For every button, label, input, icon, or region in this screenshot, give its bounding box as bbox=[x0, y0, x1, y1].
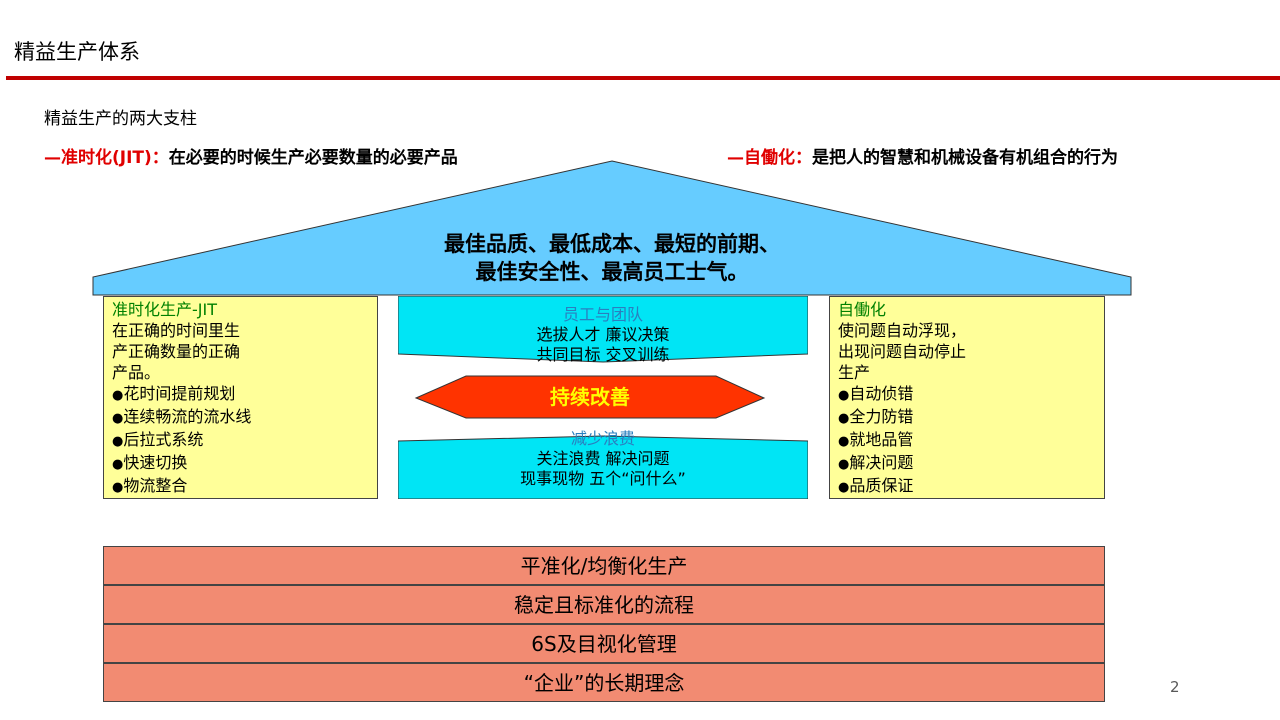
right-pillar-desc-1: 使问题自动浮现， bbox=[838, 321, 967, 340]
title-divider bbox=[6, 76, 1280, 80]
waste-reduction-line-2: 现事现物 五个“问什么” bbox=[520, 469, 686, 488]
kaizen-label: 持续改善 bbox=[550, 385, 630, 409]
right-pillar-item-text: 自动侦错 bbox=[849, 384, 914, 403]
waste-reduction-heading: 减少浪费 bbox=[570, 429, 635, 448]
left-pillar-item: 后拉式系统 bbox=[112, 429, 369, 452]
left-pillar-item: 物流整合 bbox=[112, 475, 369, 498]
left-pillar-jit: 准时化生产-JIT 在正确的时间里生 产正确数量的正确 产品。 花时间提前规划 … bbox=[103, 296, 378, 499]
waste-reduction-banner bbox=[398, 435, 808, 499]
kaizen-hexagon bbox=[414, 375, 766, 419]
right-pillar-item: 自动侦错 bbox=[838, 383, 1096, 406]
left-pillar-item-text: 快速切换 bbox=[123, 453, 188, 472]
left-pillar-item-text: 连续畅流的流水线 bbox=[123, 407, 252, 426]
house-roof bbox=[92, 160, 1132, 296]
left-pillar-item: 连续畅流的流水线 bbox=[112, 406, 369, 429]
right-pillar-heading: 自働化 bbox=[838, 300, 887, 319]
left-pillar-item-text: 物流整合 bbox=[123, 476, 188, 495]
left-pillar-desc-2: 产正确数量的正确 bbox=[112, 342, 241, 361]
jit-definition-text: 在必要的时候生产必要数量的必要产品 bbox=[168, 148, 458, 168]
left-pillar-item-text: 花时间提前规划 bbox=[123, 384, 236, 403]
jidoka-definition: —自働化：是把人的智慧和机械设备有机组合的行为 bbox=[727, 143, 1118, 168]
left-pillar-item: 花时间提前规划 bbox=[112, 383, 369, 406]
right-pillar-item-text: 解决问题 bbox=[849, 453, 914, 472]
foundation-level-2: 稳定且标准化的流程 bbox=[103, 585, 1105, 624]
right-pillar-item: 全力防错 bbox=[838, 406, 1096, 429]
slide-subtitle: 精益生产的两大支柱 bbox=[44, 109, 197, 129]
slide-title: 精益生产体系 bbox=[14, 40, 140, 64]
page-number: 2 bbox=[1170, 678, 1180, 696]
right-pillar-desc-2: 出现问题自动停止 bbox=[838, 342, 967, 361]
foundation-level-4: “企业”的长期理念 bbox=[103, 663, 1105, 702]
foundation-level-1: 平准化/均衡化生产 bbox=[103, 546, 1105, 585]
left-pillar-item-text: 后拉式系统 bbox=[123, 430, 204, 449]
jit-definition-label: —准时化(JIT)： bbox=[44, 148, 169, 168]
roof-goals: 最佳品质、最低成本、最短的前期、 最佳安全性、最高员工士气。 bbox=[92, 230, 1132, 286]
left-pillar-item: 快速切换 bbox=[112, 452, 369, 475]
roof-goals-line-2: 最佳安全性、最高员工士气。 bbox=[475, 260, 749, 284]
waste-reduction-block: 减少浪费 关注浪费 解决问题 现事现物 五个“问什么” bbox=[398, 429, 808, 489]
left-pillar-heading: 准时化生产-JIT bbox=[112, 300, 217, 319]
foundation-level-3: 6S及目视化管理 bbox=[103, 624, 1105, 663]
people-team-block: 员工与团队 选拔人才 廉议决策 共同目标 交叉训练 bbox=[398, 305, 808, 365]
right-pillar-item-text: 品质保证 bbox=[849, 476, 914, 495]
right-pillar-item: 解决问题 bbox=[838, 452, 1096, 475]
people-team-banner bbox=[398, 296, 808, 363]
right-pillar-jidoka: 自働化 使问题自动浮现， 出现问题自动停止 生产 自动侦错 全力防错 就地品管 … bbox=[829, 296, 1105, 499]
jidoka-definition-label: —自働化： bbox=[727, 148, 812, 168]
waste-reduction-line-1: 关注浪费 解决问题 bbox=[536, 449, 670, 468]
right-pillar-item: 品质保证 bbox=[838, 475, 1096, 498]
roof-goals-line-1: 最佳品质、最低成本、最短的前期、 bbox=[444, 232, 780, 256]
left-pillar-desc-1: 在正确的时间里生 bbox=[112, 321, 241, 340]
jidoka-definition-text: 是把人的智慧和机械设备有机组合的行为 bbox=[812, 148, 1118, 168]
people-team-line-2: 共同目标 交叉训练 bbox=[536, 345, 670, 364]
right-pillar-desc-3: 生产 bbox=[838, 363, 871, 382]
right-pillar-item-text: 就地品管 bbox=[849, 430, 914, 449]
people-team-heading: 员工与团队 bbox=[562, 305, 643, 324]
right-pillar-item-text: 全力防错 bbox=[849, 407, 914, 426]
jit-definition: —准时化(JIT)：在必要的时候生产必要数量的必要产品 bbox=[44, 143, 458, 168]
left-pillar-desc-3: 产品。 bbox=[112, 363, 161, 382]
people-team-line-1: 选拔人才 廉议决策 bbox=[536, 325, 670, 344]
center-diagram bbox=[398, 296, 808, 499]
right-pillar-item: 就地品管 bbox=[838, 429, 1096, 452]
